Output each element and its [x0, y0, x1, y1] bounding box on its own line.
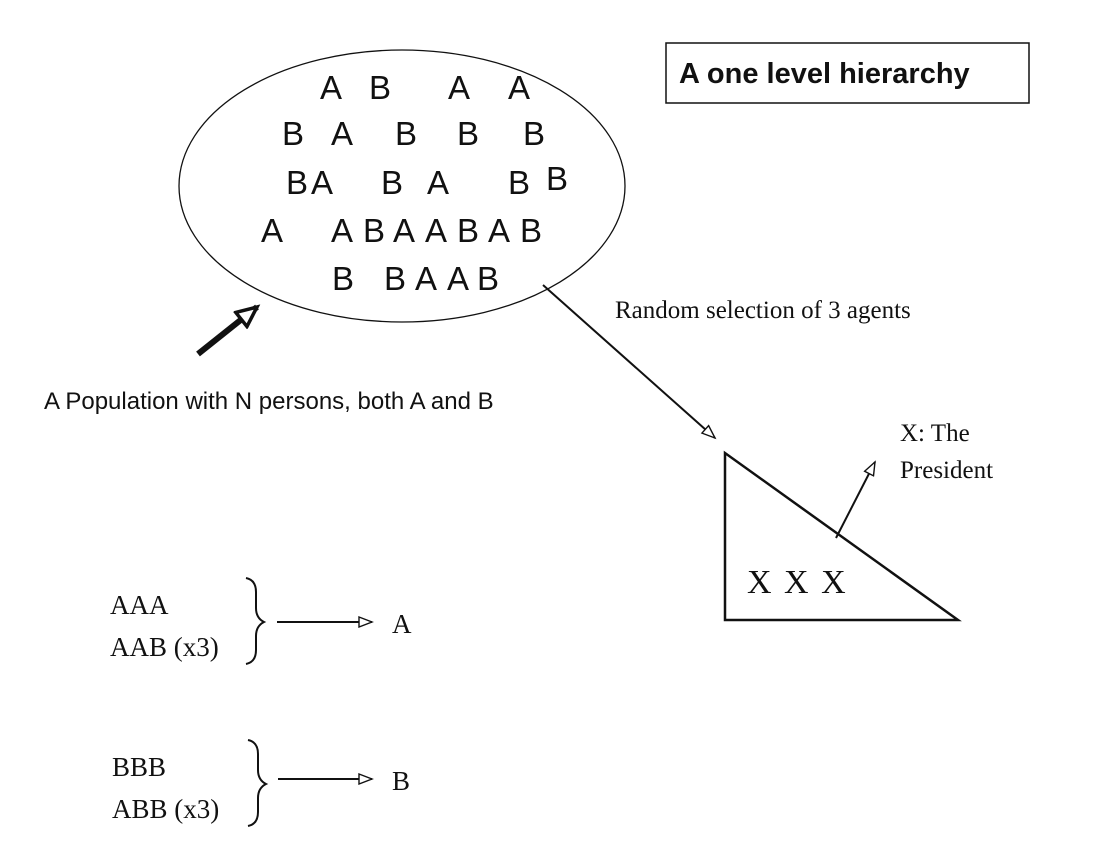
rule-result: B [392, 766, 410, 796]
title: A one level hierarchy [679, 58, 970, 90]
president-label-line2: President [900, 457, 993, 484]
rule-combo: AAA [110, 590, 169, 620]
population-letter: B [282, 115, 304, 152]
population-letter: B [395, 115, 417, 152]
population-letter: B [369, 69, 391, 106]
selection-arrow [542, 284, 715, 438]
population-letter: A [448, 69, 470, 106]
population-letter: B [520, 212, 542, 249]
population-letter: B [457, 115, 479, 152]
population-letter: A [488, 212, 510, 249]
selection-label: Random selection of 3 agents [615, 297, 911, 324]
rule-a: AAA AAB (x3) A [110, 577, 412, 665]
rule-combo: BBB [112, 752, 166, 782]
population-letter: A [311, 164, 333, 201]
population-letter: A [331, 115, 353, 152]
population-letter: A [427, 164, 449, 201]
president-label-line1: X: The [900, 420, 970, 447]
population-letter: B [363, 212, 385, 249]
population-letter: A [447, 260, 469, 297]
rule-brace [245, 577, 267, 665]
president-arrow [835, 462, 875, 539]
population-caption: A Population with N persons, both A and … [44, 388, 494, 415]
population-letter: B [381, 164, 403, 201]
hierarchy-triangle [723, 450, 962, 622]
population-letter: A [425, 212, 447, 249]
population-letter: B [332, 260, 354, 297]
title-box [665, 42, 1030, 104]
population-letter: A [508, 69, 530, 106]
rule-brace [247, 739, 269, 827]
population-letter: B [384, 260, 406, 297]
population-letter: B [523, 115, 545, 152]
population-letter: A [393, 212, 415, 249]
population-letter: A [331, 212, 353, 249]
population-letter: B [286, 164, 308, 201]
population-letter: A [261, 212, 283, 249]
population-letter: B [546, 160, 568, 197]
population-letter: B [477, 260, 499, 297]
hierarchy-members: X X X [747, 564, 848, 601]
population-letter: B [457, 212, 479, 249]
population-letter: A [320, 69, 342, 106]
population-ellipse [178, 49, 626, 323]
rule-combo: AAB (x3) [110, 632, 219, 662]
rule-b: BBB ABB (x3) B [112, 739, 410, 827]
population-letter: B [508, 164, 530, 201]
population-pointer-arrow [196, 307, 257, 357]
population-letter: A [415, 260, 437, 297]
rule-result: A [392, 609, 412, 639]
population-letters: A B A A B A B B B B A B A B B A A B A A … [261, 69, 568, 297]
rule-combo: ABB (x3) [112, 794, 219, 824]
